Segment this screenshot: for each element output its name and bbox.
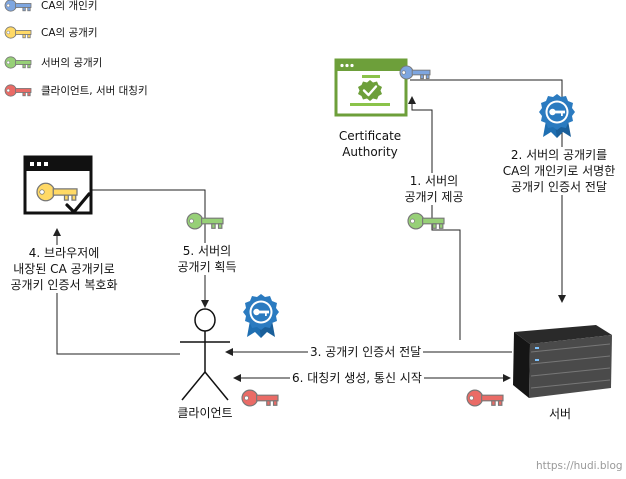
key-icon — [407, 212, 445, 230]
legend-label: CA의 공개키 — [41, 27, 98, 39]
client-person-icon — [180, 308, 230, 401]
certificate-authority-icon — [334, 58, 408, 117]
step5-label: 5. 서버의 공개키 획득 — [164, 243, 250, 275]
step2-label: 2. 서버의 공개키를 CA의 개인키로 서명한 공개키 인증서 전달 — [494, 147, 624, 195]
step-label-line: 공개키 인증서 전달 — [511, 180, 607, 194]
legend-key-icon — [4, 26, 32, 39]
server-icon — [513, 325, 612, 398]
watermark: https://hudi.blog — [536, 460, 623, 472]
step4-label: 4. 브라우저에 내장된 CA 공개키로 공개키 인증서 복호화 — [2, 245, 126, 293]
step-label-line: 공개키 인증서 복호화 — [10, 278, 118, 292]
step-label-line: 5. 서버의 — [182, 244, 232, 258]
legend-key-icon — [4, 56, 32, 69]
step6-label: 6. 대칭키 생성, 통신 시작 — [290, 370, 424, 386]
key-icon — [241, 389, 279, 407]
step-label-line: 1. 서버의 — [409, 174, 459, 188]
certificate-ribbon-icon — [243, 294, 279, 338]
step-label-line: 2. 서버의 공개키를 — [510, 148, 608, 162]
server-label: 서버 — [548, 407, 572, 421]
browser-icon — [23, 155, 93, 215]
legend-label: 서버의 공개키 — [41, 57, 103, 69]
step-label-line: 내장된 CA 공개키로 — [13, 262, 115, 276]
legend-key-icon — [4, 0, 32, 12]
ca-label: Certificate Authority — [325, 128, 415, 160]
step-label-line: 공개키 획득 — [177, 260, 237, 274]
step-label-line: 공개키 제공 — [404, 190, 464, 204]
arrow-step2 — [410, 79, 566, 303]
step1-label: 1. 서버의 공개키 제공 — [392, 173, 476, 205]
certificate-ribbon-icon — [539, 94, 575, 138]
key-icon — [466, 389, 504, 407]
step-label-line: CA의 개인키로 서명한 — [502, 164, 616, 178]
key-icon — [399, 65, 431, 80]
legend-label: CA의 개인키 — [41, 0, 98, 12]
legend-label: 클라이언트, 서버 대칭키 — [41, 85, 148, 97]
client-label: 클라이언트 — [177, 406, 233, 420]
step-label-line: 4. 브라우저에 — [28, 246, 100, 260]
arrow-step1 — [408, 96, 461, 340]
step3-label: 3. 공개키 인증서 전달 — [308, 344, 424, 360]
ca-label-line: Authority — [342, 145, 398, 159]
legend-key-icon — [4, 84, 32, 97]
ca-label-line: Certificate — [338, 129, 402, 143]
